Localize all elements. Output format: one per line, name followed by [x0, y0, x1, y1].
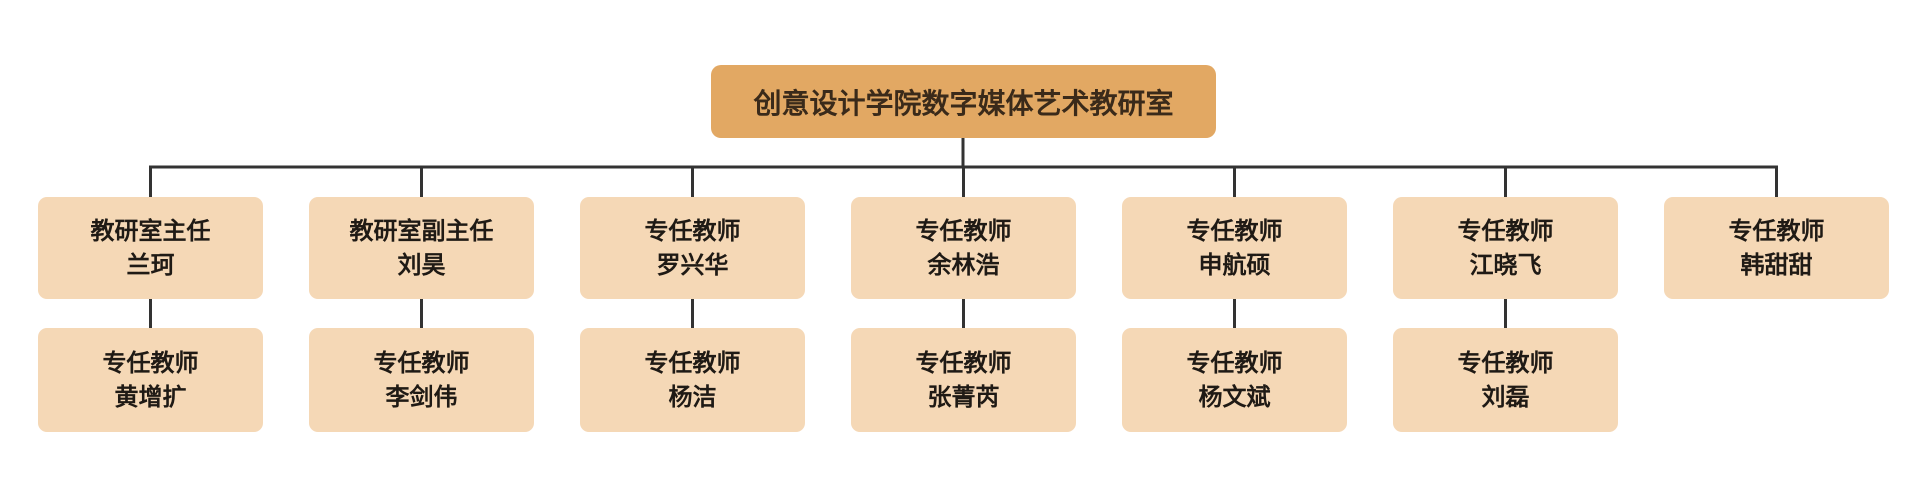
- member-name: 韩甜甜: [1740, 251, 1813, 279]
- member-name: 杨文斌: [1198, 383, 1271, 411]
- member-name: 江晓飞: [1469, 251, 1542, 279]
- member-node-bottom: 专任教师杨文斌: [1122, 328, 1347, 432]
- member-role: 专任教师: [1728, 217, 1825, 245]
- member-role: 专任教师: [373, 349, 470, 377]
- member-name: 余林浩: [927, 251, 1000, 279]
- member-name: 罗兴华: [656, 251, 729, 279]
- member-node-top: 教研室主任兰珂: [38, 197, 263, 299]
- member-node-top: 教研室副主任刘昊: [309, 197, 534, 299]
- root-node-label: 创意设计学院数字媒体艺术教研室: [753, 86, 1174, 120]
- member-role: 教研室主任: [90, 217, 211, 245]
- member-role: 专任教师: [1457, 217, 1554, 245]
- member-role: 专任教师: [1186, 217, 1283, 245]
- member-node-bottom: 专任教师李剑伟: [309, 328, 534, 432]
- member-node-top: 专任教师罗兴华: [580, 197, 805, 299]
- member-name: 黄增扩: [114, 383, 187, 411]
- member-name: 刘磊: [1481, 383, 1530, 411]
- member-node-bottom: 专任教师杨洁: [580, 328, 805, 432]
- root-node-department: 创意设计学院数字媒体艺术教研室: [711, 65, 1216, 138]
- member-node-top: 专任教师韩甜甜: [1664, 197, 1889, 299]
- member-node-bottom: 专任教师张菁芮: [851, 328, 1076, 432]
- member-role: 教研室副主任: [349, 217, 494, 245]
- member-node-top: 专任教师余林浩: [851, 197, 1076, 299]
- member-name: 李剑伟: [385, 383, 458, 411]
- member-name: 刘昊: [397, 251, 446, 279]
- member-role: 专任教师: [1186, 349, 1283, 377]
- member-role: 专任教师: [644, 217, 741, 245]
- member-role: 专任教师: [915, 349, 1012, 377]
- member-name: 杨洁: [668, 383, 717, 411]
- member-name: 申航硕: [1198, 251, 1271, 279]
- member-role: 专任教师: [1457, 349, 1554, 377]
- member-name: 张菁芮: [927, 383, 1000, 411]
- member-role: 专任教师: [102, 349, 199, 377]
- member-name: 兰珂: [126, 251, 175, 279]
- member-node-top: 专任教师江晓飞: [1393, 197, 1618, 299]
- member-role: 专任教师: [915, 217, 1012, 245]
- member-role: 专任教师: [644, 349, 741, 377]
- member-node-top: 专任教师申航硕: [1122, 197, 1347, 299]
- member-node-bottom: 专任教师刘磊: [1393, 328, 1618, 432]
- member-node-bottom: 专任教师黄增扩: [38, 328, 263, 432]
